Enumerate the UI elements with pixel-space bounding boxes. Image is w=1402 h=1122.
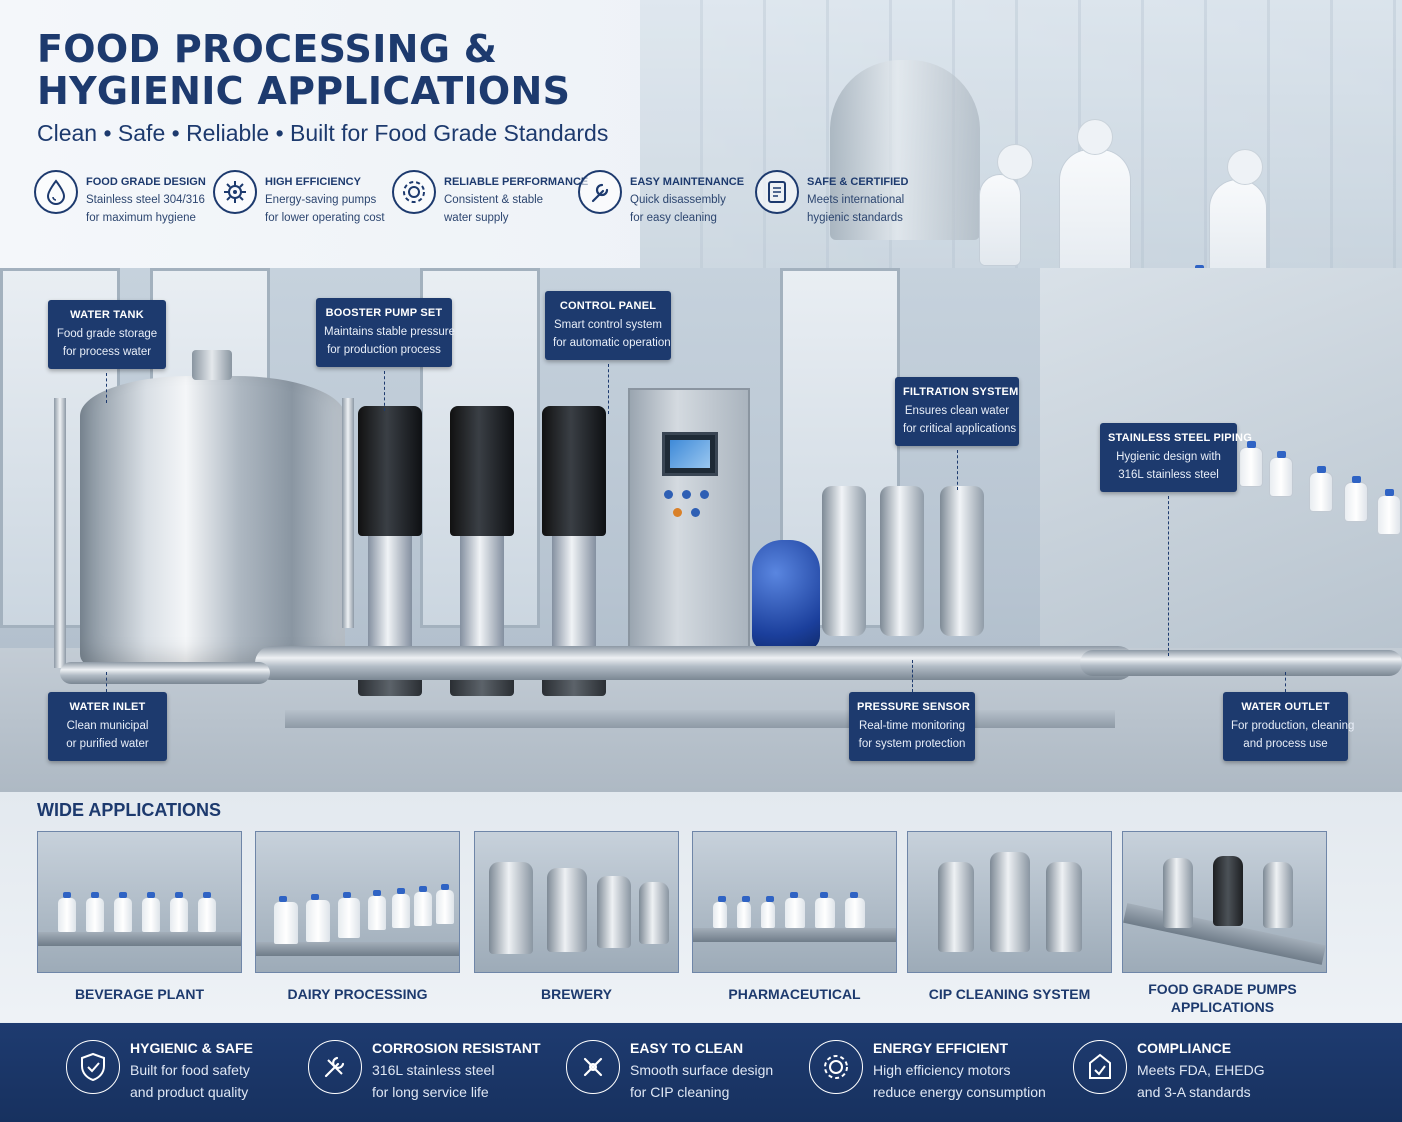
wrench-icon (578, 170, 622, 214)
droplet-icon (34, 170, 78, 214)
energy-gear-icon (809, 1040, 863, 1094)
app-image-pharmaceutical (692, 831, 897, 973)
compliance-icon (1073, 1040, 1127, 1094)
callout-booster-pump: BOOSTER PUMP SET Maintains stable pressu… (316, 298, 455, 367)
shield-icon (66, 1040, 120, 1094)
pressure-vessel (752, 540, 820, 650)
app-label: DAIRY PROCESSING (287, 986, 428, 1002)
bottle-image (1345, 476, 1367, 521)
app-image-dairy-processing (255, 831, 460, 973)
inlet-pipe (60, 662, 270, 684)
water-tank-image (80, 350, 345, 666)
header-section (0, 0, 1402, 300)
app-label: FOOD GRADE PUMPS APPLICATIONS (1148, 981, 1297, 1015)
feature-title: FOOD GRADE DESIGN (86, 176, 206, 188)
benefit-title: ENERGY EFFICIENT (873, 1040, 1009, 1056)
app-label: BEVERAGE PLANT (74, 986, 205, 1002)
bottle-image (1378, 489, 1400, 534)
benefit-title: EASY TO CLEAN (630, 1040, 744, 1056)
benefits-bar (0, 1023, 1402, 1122)
bottle-image (1240, 441, 1262, 486)
worker-figure (980, 145, 1032, 265)
benefit-title: HYGIENIC & SAFE (130, 1040, 253, 1056)
control-panel-cabinet (628, 388, 750, 653)
app-image-cip-cleaning (907, 831, 1112, 973)
pipe (54, 398, 66, 668)
bottle-image (1310, 466, 1332, 511)
app-label: PHARMACEUTICAL (728, 986, 861, 1002)
booster-pump (358, 406, 422, 706)
feature-title: EASY MAINTENANCE (630, 176, 745, 188)
bottle-image (1270, 451, 1292, 496)
factory-background-image (640, 0, 1402, 268)
app-label: BREWERY (540, 986, 613, 1002)
benefit-title: COMPLIANCE (1137, 1040, 1232, 1056)
page-title: FOOD PROCESSING & HYGIENIC APPLICATIONS (37, 27, 571, 113)
certificate-icon (755, 170, 799, 214)
outlet-pipe (1080, 650, 1402, 676)
gear-icon (392, 170, 436, 214)
feature-food-grade: FOOD GRADE DESIGN Stainless steel 304/31… (34, 170, 206, 230)
feature-title: SAFE & CERTIFIED (807, 176, 909, 188)
background-tank (830, 60, 980, 240)
app-label: CIP CLEANING SYSTEM (928, 986, 1091, 1002)
pipe (342, 398, 354, 628)
feature-title: RELIABLE PERFORMANCE (444, 176, 589, 188)
feature-reliable-performance: RELIABLE PERFORMANCE Consistent & stable… (392, 170, 588, 230)
filter-housing (822, 486, 866, 636)
callout-stainless-piping: STAINLESS STEEL PIPING Hygienic design w… (1100, 423, 1252, 492)
main-header-pipe (255, 646, 1135, 680)
skid-frame (285, 710, 1115, 728)
benefit-corrosion-resistant: CORROSION RESISTANT 316L stainless steel… (308, 1038, 541, 1103)
equipment-scene (0, 268, 1402, 792)
pump-icon (213, 170, 257, 214)
page-subtitle: Clean • Safe • Reliable • Built for Food… (37, 120, 609, 146)
filter-housing (940, 486, 984, 636)
app-image-food-grade-pumps (1122, 831, 1327, 973)
feature-title: HIGH EFFICIENCY (265, 176, 361, 188)
benefit-title: CORROSION RESISTANT (372, 1040, 541, 1056)
hmi-screen (662, 432, 718, 476)
tools-icon (308, 1040, 362, 1094)
cleaning-icon (566, 1040, 620, 1094)
filter-housing (880, 486, 924, 636)
applications-title: WIDE APPLICATIONS (37, 800, 221, 820)
app-image-brewery (474, 831, 679, 973)
app-image-beverage-plant (37, 831, 242, 973)
